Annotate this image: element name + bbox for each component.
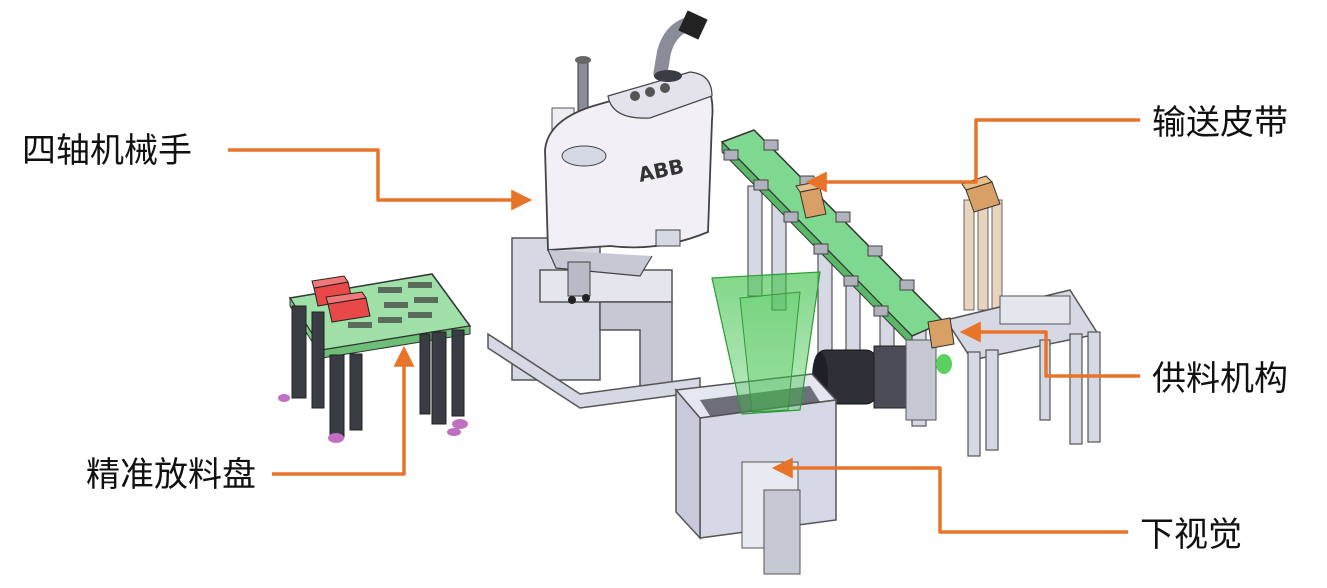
conveyor-belt-icon	[720, 129, 952, 427]
label-conveyor: 输送皮带	[1152, 103, 1288, 143]
label-tray: 精准放料盘	[86, 455, 256, 495]
label-robot: 四轴机械手	[22, 131, 192, 171]
robot-base-frame	[487, 237, 701, 409]
leader-tray	[272, 345, 415, 476]
leader-robot	[228, 148, 533, 211]
leader-vision	[771, 457, 1128, 534]
leader-lines	[228, 118, 1140, 534]
camera-box-icon	[674, 271, 838, 575]
feeder-icon	[927, 175, 1101, 457]
leader-conveyor	[805, 118, 1140, 193]
label-vision: 下视觉	[1140, 515, 1242, 555]
leader-feeder	[959, 321, 1140, 378]
scara-robot-icon: ABB	[544, 10, 714, 304]
tray-icon	[278, 273, 472, 443]
label-feeder: 供料机构	[1152, 359, 1288, 399]
